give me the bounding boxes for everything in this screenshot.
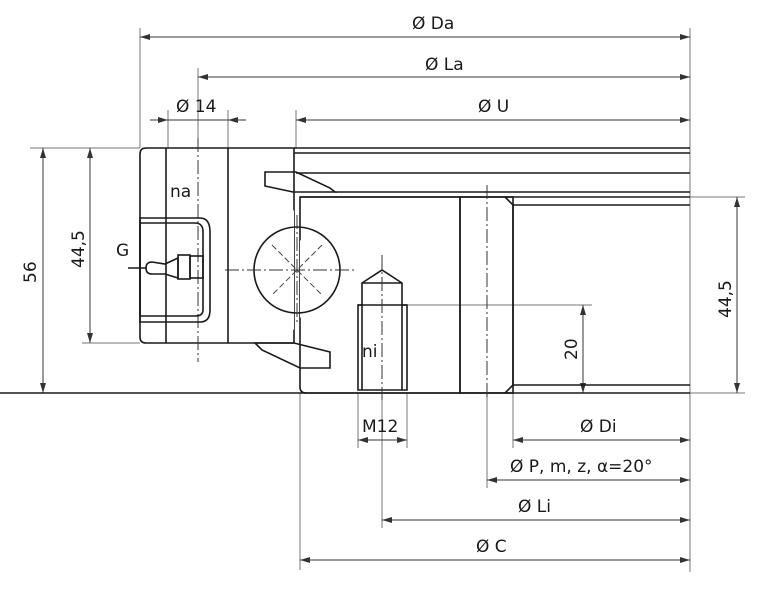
label-da: Ø Da bbox=[412, 14, 454, 34]
label-di: Ø Di bbox=[580, 417, 617, 437]
label-la: Ø La bbox=[425, 55, 464, 75]
label-li: Ø Li bbox=[518, 497, 551, 517]
inner-ring bbox=[253, 185, 690, 400]
extension-lines bbox=[30, 28, 745, 572]
label-u: Ø U bbox=[478, 97, 509, 117]
label-na: na bbox=[170, 182, 191, 202]
label-g: G bbox=[116, 241, 129, 261]
label-thread-depth: 20 bbox=[562, 338, 582, 360]
threaded-hole bbox=[357, 255, 408, 400]
ball bbox=[225, 215, 355, 325]
label-c: Ø C bbox=[476, 537, 507, 557]
label-height-total: 56 bbox=[21, 261, 41, 283]
grease-nipple bbox=[128, 217, 211, 323]
label-height-outer: 44,5 bbox=[69, 230, 89, 268]
label-pitch: Ø P, m, z, α=20° bbox=[510, 457, 653, 477]
dimension-lines bbox=[40, 34, 740, 563]
label-ni: ni bbox=[362, 342, 378, 362]
label-height-inner: 44,5 bbox=[716, 280, 736, 318]
label-thread: M12 bbox=[362, 417, 398, 437]
label-bolt-hole: Ø 14 bbox=[176, 97, 216, 117]
